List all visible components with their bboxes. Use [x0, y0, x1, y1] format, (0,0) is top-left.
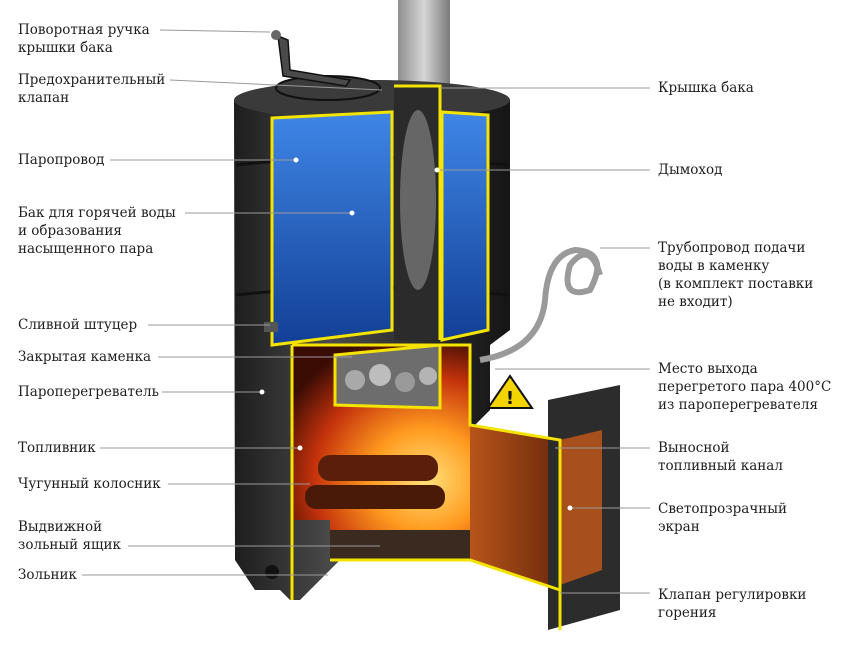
- label-tank-lid: Крышка бака: [658, 80, 754, 96]
- label-cast-iron-grate: Чугунный колосник: [18, 476, 161, 492]
- water-volume-right: [442, 112, 488, 340]
- stone: [419, 367, 437, 385]
- water-supply-coil: [479, 246, 603, 363]
- svg-text:!: !: [506, 388, 514, 409]
- label-safety-valve: Предохранительный клапан: [18, 72, 166, 106]
- ash-hole: [265, 565, 279, 579]
- leader-dots: [259, 157, 573, 511]
- leader-lines: [82, 29, 650, 594]
- label-superheated-steam-outlet: Место выхода перегретого пара 400°С из п…: [658, 361, 832, 413]
- log: [318, 455, 438, 481]
- label-rotary-handle: Поворотная ручка крышки бака: [18, 22, 150, 56]
- handle-knob: [271, 30, 281, 40]
- chimney-pipe: [398, 0, 450, 95]
- fuel-channel: [470, 425, 560, 590]
- label-steam-superheater: Пароперегреватель: [18, 384, 159, 400]
- section-outlines: [270, 84, 562, 630]
- label-combustion-valve: Клапан регулировки горения: [658, 587, 807, 621]
- log: [305, 485, 445, 509]
- label-ash-drawer: Выдвижной зольный ящик: [18, 519, 121, 553]
- label-remote-fuel-channel: Выносной топливный канал: [658, 440, 783, 474]
- rotary-handle-shape: [277, 34, 352, 87]
- label-firebox: Топливник: [18, 440, 96, 456]
- label-water-supply-pipe: Трубопровод подачи воды в каменку (в ком…: [658, 240, 814, 310]
- stone: [345, 370, 365, 390]
- label-ash-pit: Зольник: [18, 567, 77, 583]
- smoke: [400, 110, 436, 290]
- stone: [395, 372, 415, 392]
- water-volume: [272, 112, 392, 345]
- label-chimney: Дымоход: [658, 162, 723, 178]
- ash-pit-area: [330, 530, 470, 560]
- warning-triangle-icon: !: [486, 374, 534, 409]
- label-transparent-screen: Светопрозрачный экран: [658, 501, 788, 535]
- label-hot-water-tank: Бак для горячей воды и образования насыщ…: [18, 205, 176, 257]
- label-closed-stone-chamber: Закрытая каменка: [18, 349, 152, 365]
- label-drain-fitting: Сливной штуцер: [18, 317, 138, 333]
- label-steam-pipe: Паропровод: [18, 152, 105, 168]
- stone: [369, 364, 391, 386]
- drain-fitting-shape: [264, 322, 278, 332]
